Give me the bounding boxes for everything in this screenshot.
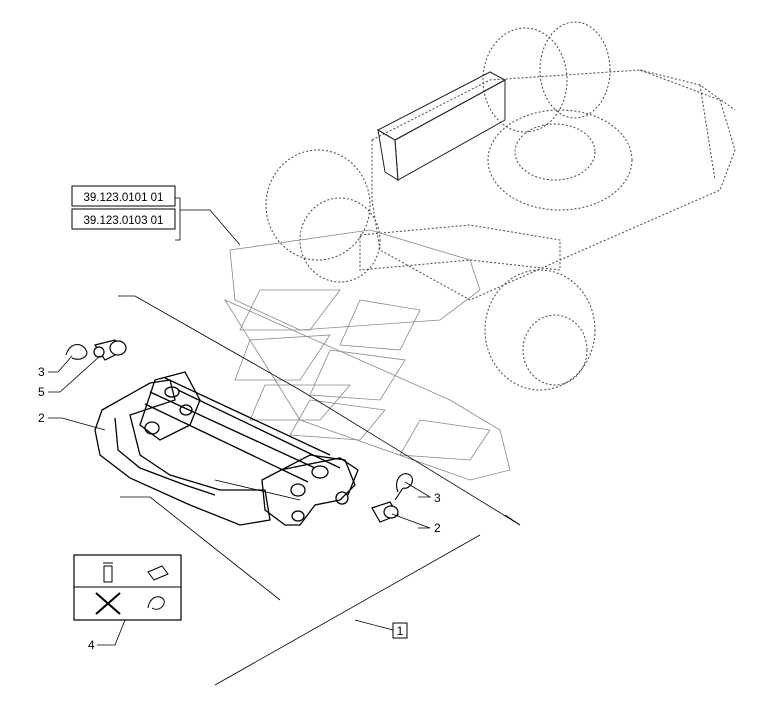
rear-wheel-right [539, 21, 611, 119]
callout-hitch-frame: 2 [38, 411, 45, 425]
reference-2-text: 39.123.0103 01 [84, 215, 164, 227]
callout-assembly: 1 [397, 624, 404, 638]
hitch-frame [94, 371, 359, 526]
tool-box [376, 71, 507, 181]
turntable-outer [487, 109, 633, 211]
callout-decal: 4 [88, 638, 95, 652]
front-wheel-left [265, 149, 371, 261]
reference-1-text: 39.123.0101 01 [84, 192, 164, 204]
frame-outline [371, 69, 736, 301]
front-wheel-lower [484, 269, 596, 391]
hitch-ghost-outline [223, 229, 511, 481]
safety-decal [73, 554, 182, 621]
rear-wheel-left [482, 27, 568, 133]
machine-body [265, 21, 736, 391]
pin-left [93, 339, 127, 361]
turntable-inner [514, 123, 596, 181]
front-wheel-lower-inner [522, 314, 588, 386]
callout-pin-left: 5 [38, 385, 45, 399]
callout-pin-right: 2 [434, 521, 441, 535]
reference-box-1: 39.123.0101 01 [71, 185, 176, 207]
callout-leaders [48, 355, 521, 686]
reference-box-2: 39.123.0103 01 [71, 208, 176, 230]
pin-right [371, 501, 399, 523]
tool-icon [103, 562, 113, 583]
clip-icon [147, 596, 165, 610]
callout-assembly-box: 1 [392, 622, 408, 639]
reference-leader-lines [118, 197, 521, 601]
frame-side-edge [699, 84, 716, 181]
clip-right [394, 473, 413, 501]
prohibited-icon [95, 592, 121, 615]
clip-left [65, 344, 88, 360]
hand-icon [147, 565, 169, 581]
callout-pin-clip-left: 3 [38, 365, 45, 379]
axle [359, 224, 561, 271]
callout-clip-right: 3 [434, 491, 441, 505]
